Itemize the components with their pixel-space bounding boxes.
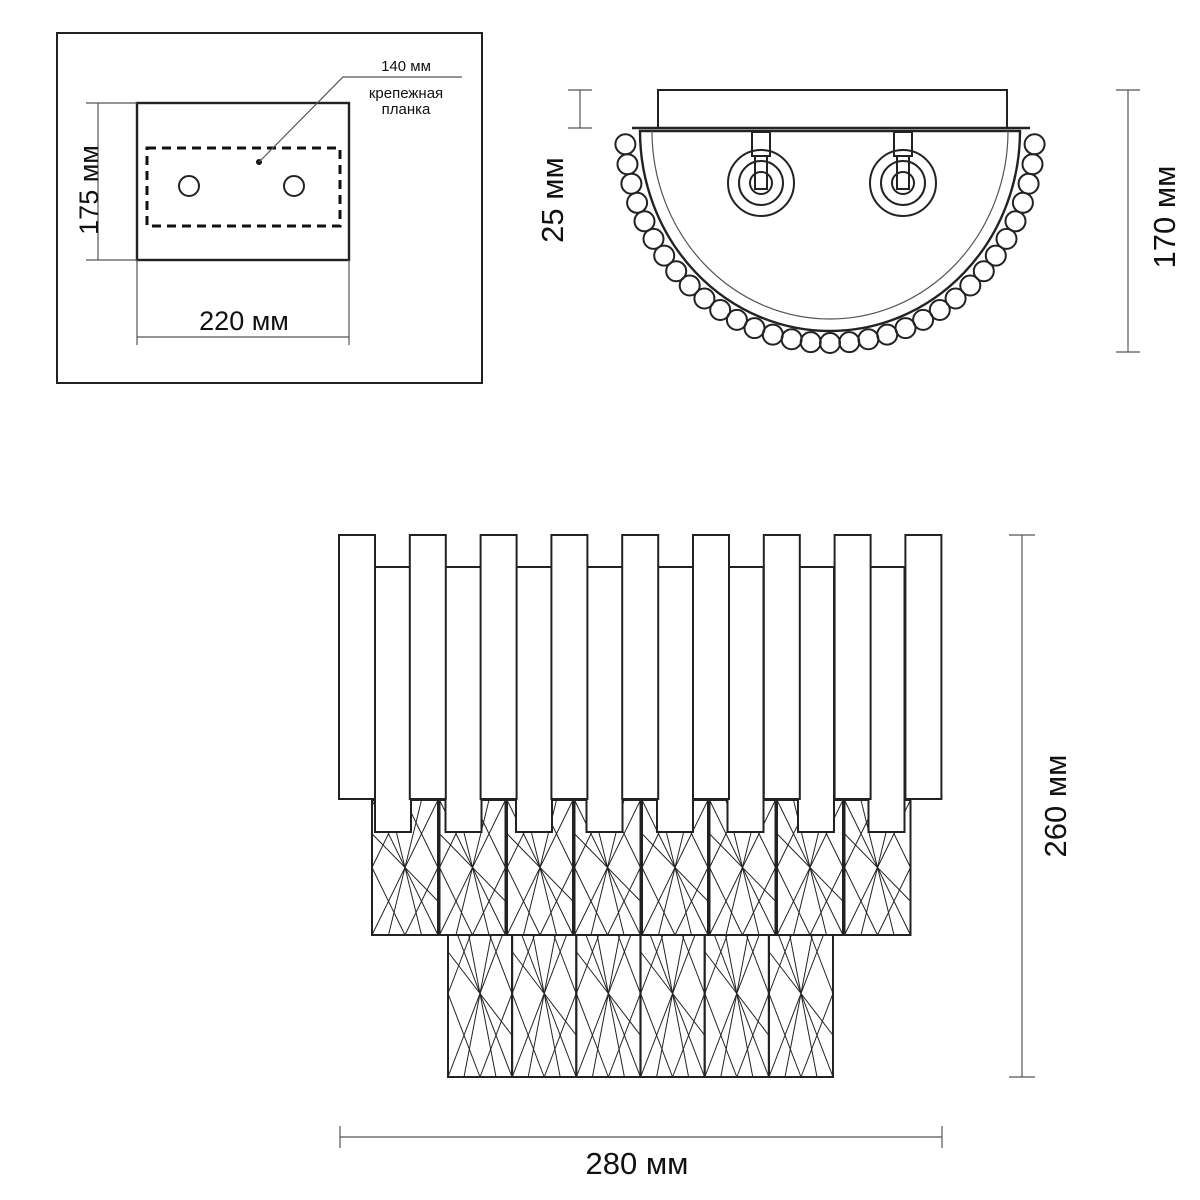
bead [642,227,665,250]
bead [972,260,995,283]
bead [1021,153,1044,176]
front-height-label: 260 мм [1038,755,1073,858]
crystal-bar [762,534,801,800]
bead [944,287,967,310]
wall-plate [657,89,1008,129]
plate-name-line1: крепежная [369,85,443,102]
bead [984,244,1007,267]
front-view: 260 мм 280 мм [338,534,1073,1181]
crystal-bar [833,534,872,800]
socket-right [869,131,937,217]
bead [912,308,935,331]
crystal-bar [550,534,589,800]
bowl-outline [638,129,1022,333]
bead [709,299,732,321]
crystal-bar [444,566,483,833]
bead [894,317,917,340]
socket-left [727,131,795,217]
screw-hole-right [283,175,305,197]
crystal-bar [904,534,943,800]
bead [959,274,982,297]
bead [678,274,701,297]
bead [616,153,639,176]
crystal-bead-chain [614,133,1046,354]
bead [665,260,688,283]
mounting-plate-view: 140 мм крепежная планка 175 мм 220 мм [56,32,483,384]
height-label: 175 мм [74,145,104,235]
crystal-bar [726,566,765,833]
bead [1023,133,1046,156]
bead [693,287,716,310]
bead [743,317,766,340]
bead [725,308,748,331]
top-height-label: 170 мм [1147,166,1182,269]
bead [995,227,1018,250]
plate-name-line2: планка [382,101,431,118]
bead [799,331,822,354]
crystal-bar [515,566,553,833]
bead [626,191,649,214]
bead [653,244,676,267]
width-label: 220 мм [199,306,289,336]
bead [1011,191,1034,214]
crystal-bar [656,566,694,833]
leader-line [258,76,462,163]
screw-hole-left [178,175,200,197]
depth-label: 25 мм [535,157,570,243]
bead [780,328,803,351]
crystal-bar [479,534,518,800]
crystal-bar [797,566,835,833]
crystal-bar [692,534,730,800]
crystal-bar [867,566,906,833]
bead [1004,210,1027,233]
crystal-bar [585,566,624,833]
crystal-bars-back [374,566,906,833]
bead [633,210,656,233]
crystal-bar [408,534,447,800]
bead [838,331,861,354]
bead [876,323,899,346]
view-frame [56,32,483,384]
bead [761,323,784,346]
bead [620,172,643,195]
bead [819,332,841,354]
crystal-bar [374,566,412,833]
plate-width-label: 140 мм [381,58,431,75]
crystal-row-lower [447,909,834,1078]
bead [1017,172,1040,195]
backplate-outline [135,101,351,262]
bead [614,133,637,156]
front-width-label: 280 мм [586,1146,689,1181]
crystal-bar [338,534,376,800]
mounting-bar-dashed [145,146,342,228]
bead [928,299,951,321]
top-view: 25 мм 170 мм [535,89,1182,354]
crystal-bar [621,534,660,800]
crystal-bars-front [338,534,943,800]
bead [857,328,880,351]
